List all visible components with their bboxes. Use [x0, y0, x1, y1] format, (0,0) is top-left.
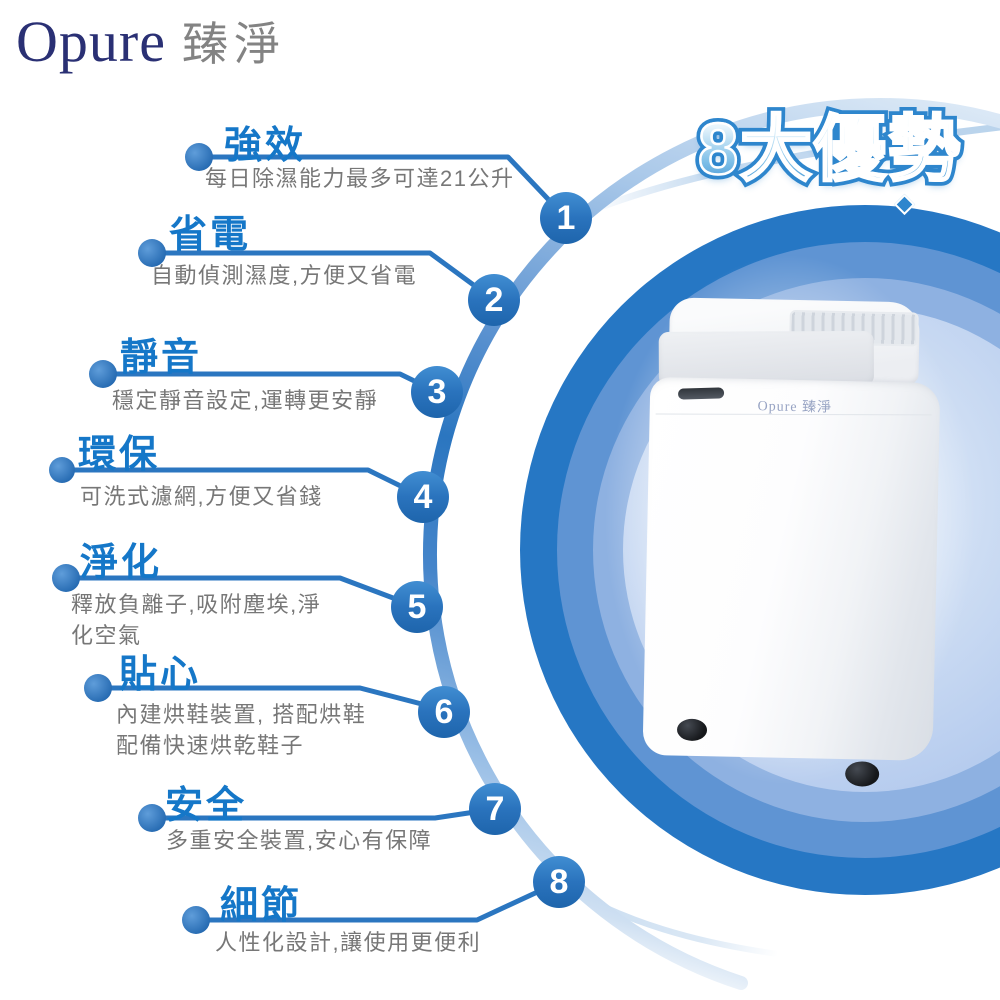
connector-dot: [182, 906, 210, 934]
connector-dot: [138, 804, 166, 832]
product-logo: Opure 臻淨: [757, 399, 833, 416]
connector-line: [196, 154, 569, 221]
feature-number-badge: 2: [468, 274, 520, 326]
connector-dots: [49, 143, 213, 934]
brand-logo: Opure 臻淨: [16, 10, 286, 74]
feature-title: 安全: [165, 785, 248, 827]
feature-desc: 穩定靜音設定,運轉更安靜: [112, 388, 379, 413]
feature-number-badge: 5: [391, 581, 443, 633]
feature-title: 靜音: [120, 337, 203, 379]
feature-desc: 每日除濕能力最多可達21公升: [205, 166, 515, 191]
swoosh-top-arc: [579, 123, 1000, 218]
headline: 8大優勢: [697, 90, 962, 195]
feature-title: 細節: [220, 885, 303, 927]
feature-title: 貼心: [119, 654, 202, 696]
feature-desc: 人性化設計,讓使用更便利: [215, 930, 482, 955]
feature-desc: 多重安全裝置,安心有保障: [166, 828, 433, 853]
brand-name-zh: 臻淨: [181, 18, 286, 70]
connector-dot: [49, 457, 75, 483]
brand-name-en: Opure: [16, 9, 166, 74]
feature-number-badge: 1: [540, 192, 592, 244]
connector-dot: [185, 143, 213, 171]
feature-number-badge: 7: [469, 783, 521, 835]
caster-wheel: [844, 761, 880, 787]
feature-number-badge: 3: [411, 366, 463, 418]
feature-desc: 內建烘鞋裝置, 搭配烘鞋 配備快速烘乾鞋子: [116, 702, 367, 758]
connector-dot: [84, 674, 112, 702]
feature-number-badge: 8: [533, 856, 585, 908]
connector-dot: [52, 564, 80, 592]
feature-desc: 自動偵測濕度,方便又省電: [151, 263, 418, 288]
feature-title: 淨化: [80, 542, 163, 584]
connector-dot: [89, 360, 117, 388]
product-image: Opure 臻淨: [640, 289, 950, 795]
feature-number-badge: 6: [418, 686, 470, 738]
connector-line: [63, 575, 420, 610]
connector-line: [95, 685, 444, 712]
feature-desc: 釋放負離子,吸附塵埃,淨 化空氣: [71, 592, 322, 648]
feature-title: 環保: [78, 434, 161, 476]
feature-title: 省電: [169, 214, 252, 256]
feature-number-badge: 4: [397, 471, 449, 523]
product-body: Opure 臻淨: [642, 376, 941, 761]
headline-outline: 8大優勢: [693, 90, 965, 195]
connector-line: [193, 879, 562, 923]
connector-dot: [138, 239, 166, 267]
feature-desc: 可洗式濾網,方便又省錢: [80, 484, 323, 509]
feature-title: 強效: [224, 125, 307, 167]
